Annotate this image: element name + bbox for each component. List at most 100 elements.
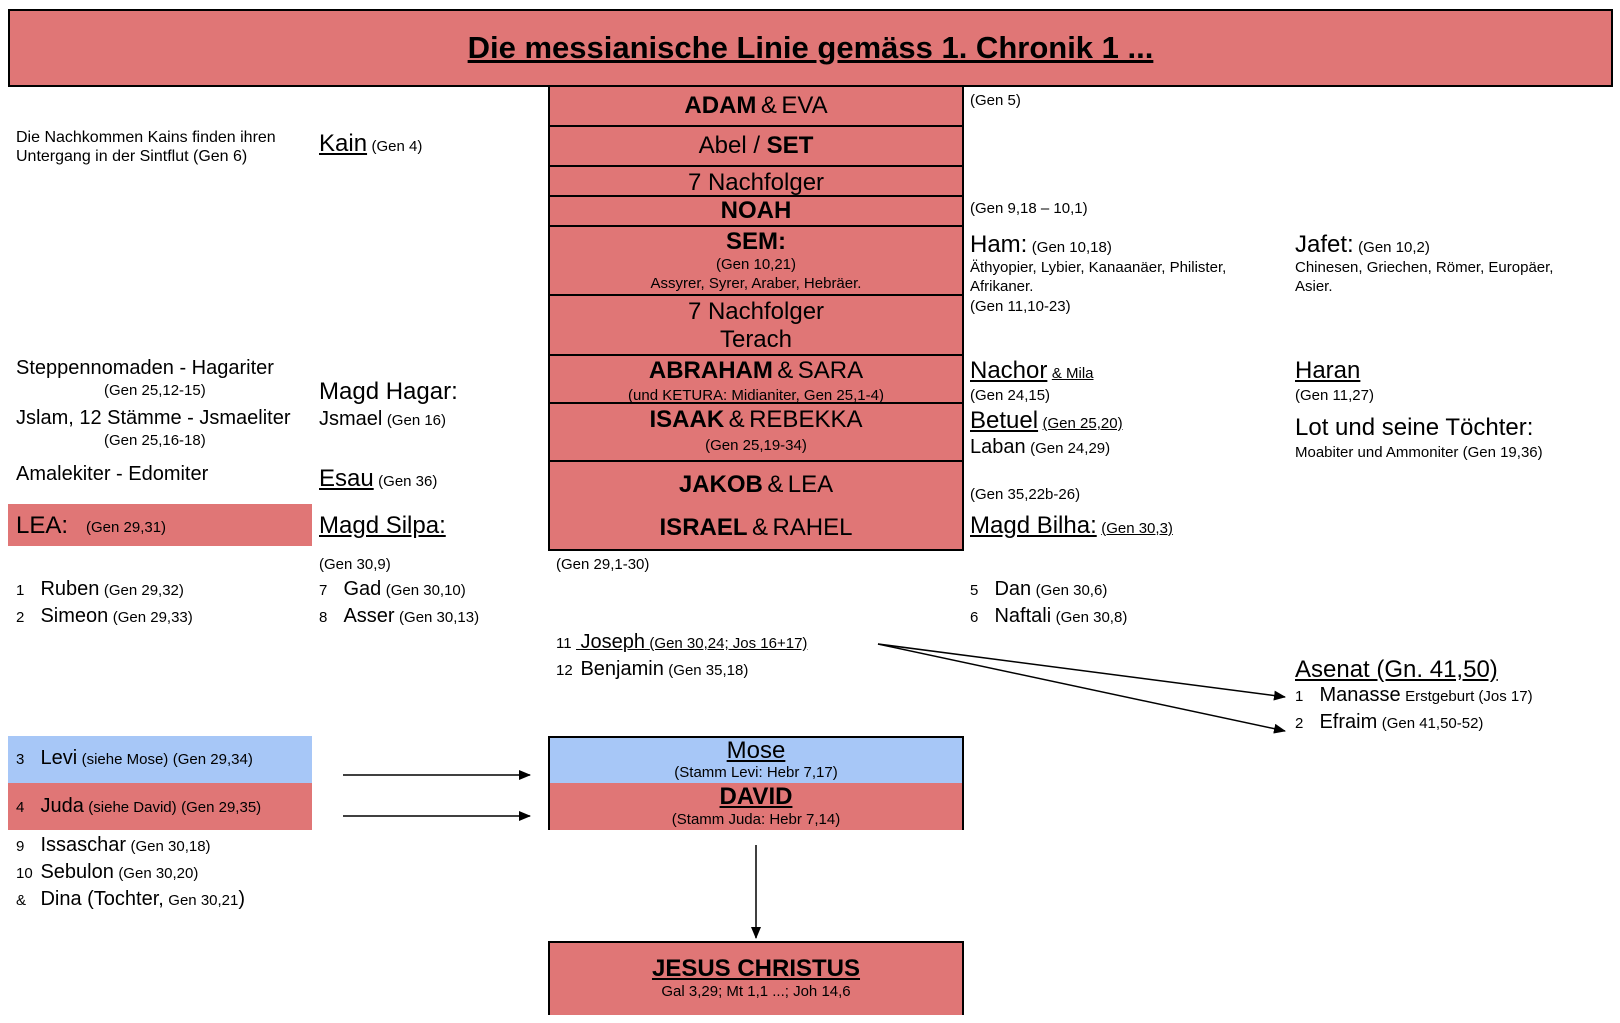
abel-name: Abel / [698, 132, 767, 159]
laban-ref: (Gen 24,29) [1030, 440, 1111, 457]
daughter-dina: & Dina (Tochter, Gen 30,21) [16, 888, 245, 911]
jafet-peoples: Chinesen, Griechen, Römer, Europäer, Asi… [1295, 258, 1553, 296]
son-asser: 8 Asser (Gen 30,13) [319, 605, 479, 628]
lea-box: LEA: (Gen 29,31) [8, 504, 312, 546]
son-efraim: 2 Efraim (Gen 41,50-52) [1295, 711, 1483, 734]
son-name: Dan [994, 578, 1032, 600]
son-number: 5 [970, 582, 979, 599]
page-title: Die messianische Linie gemäss 1. Chronik… [467, 30, 1154, 65]
manasse-name: Manasse [1319, 684, 1401, 706]
ham-entry: Ham: (Gen 10,18) [970, 231, 1112, 259]
asenat-name: Asenat (Gn. 41,50) [1295, 656, 1498, 683]
center-lineage-column: ADAM & EVA Abel / SET 7 Nachfolger NOAH … [548, 87, 964, 551]
juda-box: 4 Juda (siehe David) (Gen 29,35) [8, 783, 312, 830]
adam-name: ADAM [684, 92, 757, 119]
efraim-ref: (Gen 41,50-52) [1381, 715, 1484, 732]
juda-note: (siehe David) [88, 799, 177, 816]
cell-nachfolger-1: 7 Nachfolger [550, 167, 962, 197]
son-name: Ruben [40, 578, 100, 600]
ketura-note: (und KETURA: Midianiter, Gen 25,1-4) [628, 387, 884, 404]
israel-name: ISRAEL [659, 514, 748, 541]
son-sebulon: 10 Sebulon (Gen 30,20) [16, 861, 198, 884]
son-number: 2 [16, 609, 25, 626]
son-ref: (Gen 30,6) [1035, 582, 1108, 599]
mose-name: Mose [726, 737, 786, 764]
laban-name: Laban [970, 436, 1026, 458]
magd-bilha: Magd Bilha: (Gen 30,3) [970, 512, 1173, 540]
cell-nachfolger-2: 7 Nachfolger Terach [550, 296, 962, 356]
kain-entry: Kain (Gen 4) [319, 130, 422, 158]
son-number: 12 [556, 662, 573, 679]
levi-note: (siehe Mose) [81, 751, 169, 768]
jesus-box: JESUS CHRISTUS Gal 3,29; Mt 1,1 ...; Joh… [548, 941, 964, 1015]
lot-peoples: Moabiter und Ammoniter (Gen 19,36) [1295, 444, 1543, 461]
title-box: Die messianische Linie gemäss 1. Chronik… [8, 9, 1613, 87]
jakob-line: JAKOB & LEA [550, 470, 962, 503]
steppennomaden-ref: (Gen 25,12-15) [104, 382, 206, 399]
sem-ref: (Gen 10,21) [715, 256, 797, 273]
bilha-ref: (Gen 30,3) [1101, 520, 1173, 537]
juda-ref: (Gen 29,35) [181, 799, 262, 816]
jafet-entry: Jafet: (Gen 10,2) [1295, 231, 1430, 259]
david-ref: (Stamm Juda: Hebr 7,14) [671, 811, 841, 828]
son-ref: (Gen 29,33) [112, 609, 193, 626]
gen11-ref: (Gen 11,10-23) [970, 298, 1071, 315]
terach-name: Terach [719, 326, 793, 353]
son-benjamin: 12 Benjamin (Gen 35,18) [556, 658, 748, 681]
esau-entry: Esau (Gen 36) [319, 465, 437, 493]
noah-name: NOAH [720, 197, 792, 224]
efraim-name: Efraim [1319, 711, 1378, 733]
rahel-ref: (Gen 29,1-30) [556, 556, 650, 573]
betuel-name: Betuel [970, 407, 1039, 434]
nachor-ref: (Gen 24,15) [970, 387, 1051, 404]
dina-amp: & [16, 892, 27, 909]
son-number: 11 [556, 635, 572, 652]
haran-ref: (Gen 11,27) [1295, 387, 1374, 404]
cell-abel-set: Abel / SET [550, 127, 962, 167]
mila-name: & Mila [1051, 365, 1094, 382]
son-manasse: 1 Manasse Erstgeburt (Jos 17) [1295, 684, 1533, 707]
son-ref: (Gen 30,10) [385, 582, 466, 599]
magd-silpa: Magd Silpa: [319, 512, 446, 539]
mose-ref: (Stamm Levi: Hebr 7,17) [674, 764, 838, 781]
dina-ref: Gen 30,21 [168, 892, 239, 909]
cell-abraham: ABRAHAM & SARA (und KETURA: Midianiter, … [550, 356, 962, 404]
steppennomaden: Steppennomaden - Hagariter [16, 357, 274, 379]
abraham-amp: & [777, 357, 794, 384]
lot-name: Lot und seine Töchter: [1295, 414, 1534, 441]
rebekka-name: REBEKKA [749, 406, 863, 433]
silpa-ref: (Gen 30,9) [319, 556, 391, 573]
betuel-ref: (Gen 25,20) [1042, 415, 1123, 432]
son-number: 1 [16, 582, 25, 599]
jesus-name: JESUS CHRISTUS [651, 955, 861, 982]
abraham-name: ABRAHAM [648, 357, 773, 384]
isaak-name: ISAAK [649, 406, 725, 433]
son-ref: (Gen 29,32) [103, 582, 184, 599]
haran-name: Haran [1295, 357, 1361, 384]
son-number: 7 [319, 582, 328, 599]
eva-name: EVA [781, 92, 828, 119]
nachfolger-2: 7 Nachfolger [687, 298, 825, 325]
israel-amp: & [751, 514, 768, 541]
son-name: Gad [343, 578, 382, 600]
son-dan: 5 Dan (Gen 30,6) [970, 578, 1107, 601]
son-ref: (Gen 35,18) [668, 662, 749, 679]
nachor-entry: Nachor & Mila [970, 357, 1094, 385]
son-ruben: 1 Ruben (Gen 29,32) [16, 578, 184, 601]
esau-ref: (Gen 36) [378, 473, 438, 490]
jafet-ref: (Gen 10,2) [1358, 239, 1430, 256]
cell-jakob-israel: JAKOB & LEA ISRAEL & RAHEL [550, 462, 962, 551]
son-number: 9 [16, 838, 25, 855]
manasse-ref: Erstgeburt (Jos 17) [1405, 688, 1533, 705]
nachor-name: Nachor [970, 357, 1048, 384]
gen9-ref: (Gen 9,18 – 10,1) [970, 200, 1088, 217]
jsmael-name: Jsmael [319, 408, 383, 430]
ham-peoples-line-1: Äthyopier, Lybier, Kanaanäer, Philister, [970, 259, 1227, 276]
cell-adam: ADAM & EVA [550, 87, 962, 127]
son-name: Issaschar [40, 834, 127, 856]
nachfolger-1: 7 Nachfolger [687, 169, 825, 196]
levi-name: Levi [40, 747, 78, 769]
ham-ref: (Gen 10,18) [1031, 239, 1112, 256]
son-ref: (Gen 30,18) [130, 838, 211, 855]
cell-isaak: ISAAK & REBEKKA (Gen 25,19-34) [550, 404, 962, 462]
